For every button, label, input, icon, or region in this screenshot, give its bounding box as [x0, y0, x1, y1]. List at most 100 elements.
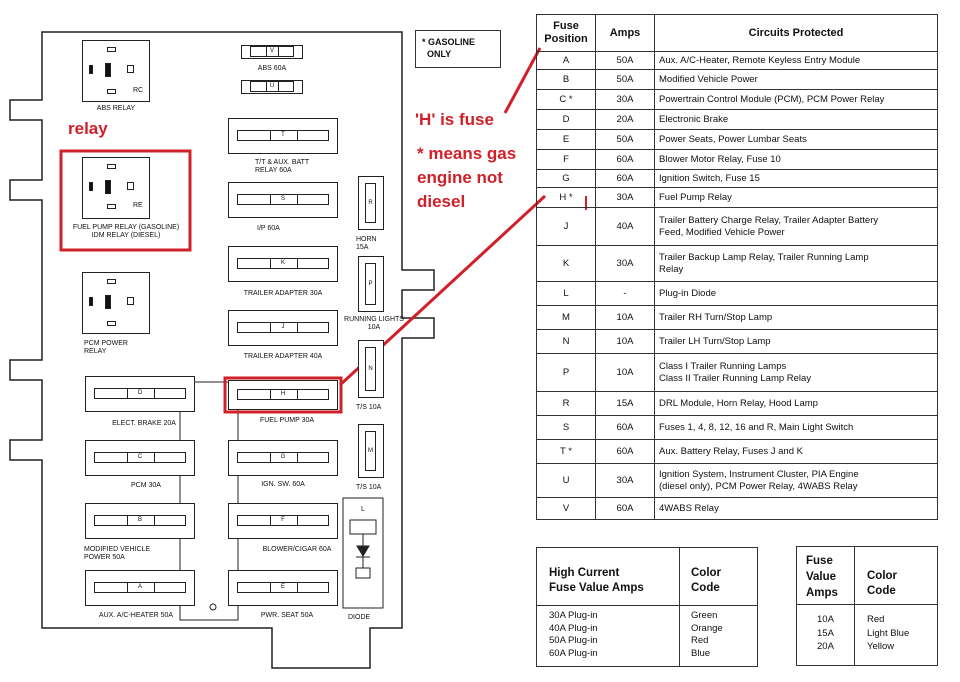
cell-pos: M — [536, 305, 596, 330]
fuse-j-label: TRAILER ADAPTER 40A — [243, 353, 323, 360]
gasoline-only-legend: * GASOLINE ONLY — [415, 30, 501, 68]
cell-circuit: Fuel Pump Relay — [654, 187, 938, 208]
fuse-value-color-header: Color Code — [867, 570, 898, 597]
cell-circuit: 4WABS Relay — [654, 497, 938, 520]
cell-circuit: Class I Trailer Running Lamps Class II T… — [654, 353, 938, 392]
cell-amps: 60A — [595, 439, 655, 464]
fuse-s: S — [228, 182, 338, 218]
header-amps: Amps — [595, 14, 655, 52]
high-current-colors: Green Orange Red Blue — [691, 610, 723, 659]
fuse-a-label: AUX. A/C-HEATER 50A — [98, 612, 174, 619]
fuse-c-label: PCM 30A — [131, 482, 161, 489]
fuse-m-label: T/S 10A — [356, 484, 382, 491]
fuse-value-table: Fuse Value Amps Color Code 10A 15A 20A R… — [796, 546, 938, 666]
fuse-p: P — [358, 256, 384, 312]
fuse-v: V — [241, 45, 303, 59]
fuse-value-colors: Red Light Blue Yellow — [867, 614, 910, 652]
cell-pos: R — [536, 391, 596, 416]
cell-circuit: Fuses 1, 4, 8, 12, 16 and R, Main Light … — [654, 415, 938, 440]
abs-relay: RC — [82, 40, 150, 102]
cell-circuit: Aux. Battery Relay, Fuses J and K — [654, 439, 938, 464]
fuse-a: A — [85, 570, 195, 606]
cell-circuit: Ignition System, Instrument Cluster, PIA… — [654, 463, 938, 498]
cell-pos: S — [536, 415, 596, 440]
cell-amps: 60A — [595, 169, 655, 188]
gas-note-annotation: * means gas engine not diesel — [417, 144, 517, 211]
header-fuse-position: Fuse Position — [536, 14, 596, 52]
h-is-fuse-annotation: 'H' is fuse — [415, 110, 494, 129]
fuse-e: E — [228, 570, 338, 606]
cell-pos: C * — [536, 89, 596, 110]
fuse-h: H — [228, 380, 338, 410]
cell-circuit: Blower Motor Relay, Fuse 10 — [654, 149, 938, 170]
cell-circuit: DRL Module, Horn Relay, Hood Lamp — [654, 391, 938, 416]
cell-amps: 50A — [595, 129, 655, 150]
cell-circuit: Ignition Switch, Fuse 15 — [654, 169, 938, 188]
fuse-value-values: 10A 15A 20A — [817, 614, 834, 652]
cell-circuit: Modified Vehicle Power — [654, 69, 938, 90]
cell-amps: 30A — [595, 187, 655, 208]
fuse-value-header: Fuse Value Amps — [806, 555, 838, 599]
cell-pos: U — [536, 463, 596, 498]
fuse-l-code: L — [361, 506, 365, 513]
cell-pos: K — [536, 245, 596, 282]
header-circuits: Circuits Protected — [654, 14, 938, 52]
cell-circuit: Power Seats, Power Lumbar Seats — [654, 129, 938, 150]
cell-circuit: Powertrain Control Module (PCM), PCM Pow… — [654, 89, 938, 110]
cell-amps: 30A — [595, 245, 655, 282]
relay-annotation: relay — [68, 119, 108, 138]
fuse-t-label: T/T & AUX. BATT RELAY 60A — [255, 159, 310, 174]
fuse-n-label: T/S 10A — [356, 404, 382, 411]
cell-amps: 60A — [595, 497, 655, 520]
fuse-h-highlight — [223, 376, 343, 414]
fuse-b-label: MODIFIED VEHICLE POWER 50A — [84, 546, 151, 561]
cell-pos: F — [536, 149, 596, 170]
cell-circuit: Trailer Backup Lamp Relay, Trailer Runni… — [654, 245, 938, 282]
fuel-pump-relay-highlight — [59, 149, 192, 252]
fuse-t: T — [228, 118, 338, 154]
cell-pos: B — [536, 69, 596, 90]
cell-amps: 10A — [595, 353, 655, 392]
fuse-f-label: BLOWER/CIGAR 60A — [262, 546, 332, 553]
pcm-power-relay — [82, 272, 150, 334]
fuel-pump-relay: RE — [82, 157, 150, 219]
fuse-position-pointer-line — [503, 47, 542, 114]
table-row: L-Plug-in Diode — [536, 281, 938, 306]
fuse-g-label: IGN. SW. 60A — [261, 481, 305, 488]
high-current-table: High Current Fuse Value Amps Color Code … — [536, 547, 758, 667]
fuse-m: M — [358, 424, 384, 478]
fuse-r-label: HORN 15A — [356, 236, 377, 251]
fuse-k: K — [228, 246, 338, 282]
fuse-e-label: PWR. SEAT 50A — [260, 612, 314, 619]
cell-circuit: Trailer LH Turn/Stop Lamp — [654, 329, 938, 354]
cell-amps: 60A — [595, 149, 655, 170]
cell-amps: 50A — [595, 51, 655, 70]
cell-amps: 50A — [595, 69, 655, 90]
cell-amps: 20A — [595, 109, 655, 130]
cell-circuit: Electronic Brake — [654, 109, 938, 130]
cell-pos: A — [536, 51, 596, 70]
cell-circuit: Trailer Battery Charge Relay, Trailer Ad… — [654, 207, 938, 246]
cell-amps: 30A — [595, 463, 655, 498]
fuse-d: D — [85, 376, 195, 412]
fuse-h-label: FUEL PUMP 30A — [259, 417, 315, 424]
fuse-p-label: RUNNING LIGHTS 10A — [344, 316, 404, 331]
cell-pos: G — [536, 169, 596, 188]
cell-circuit: Aux. A/C-Heater, Remote Keyless Entry Mo… — [654, 51, 938, 70]
fuse-n: N — [358, 340, 384, 398]
cell-amps: - — [595, 281, 655, 306]
